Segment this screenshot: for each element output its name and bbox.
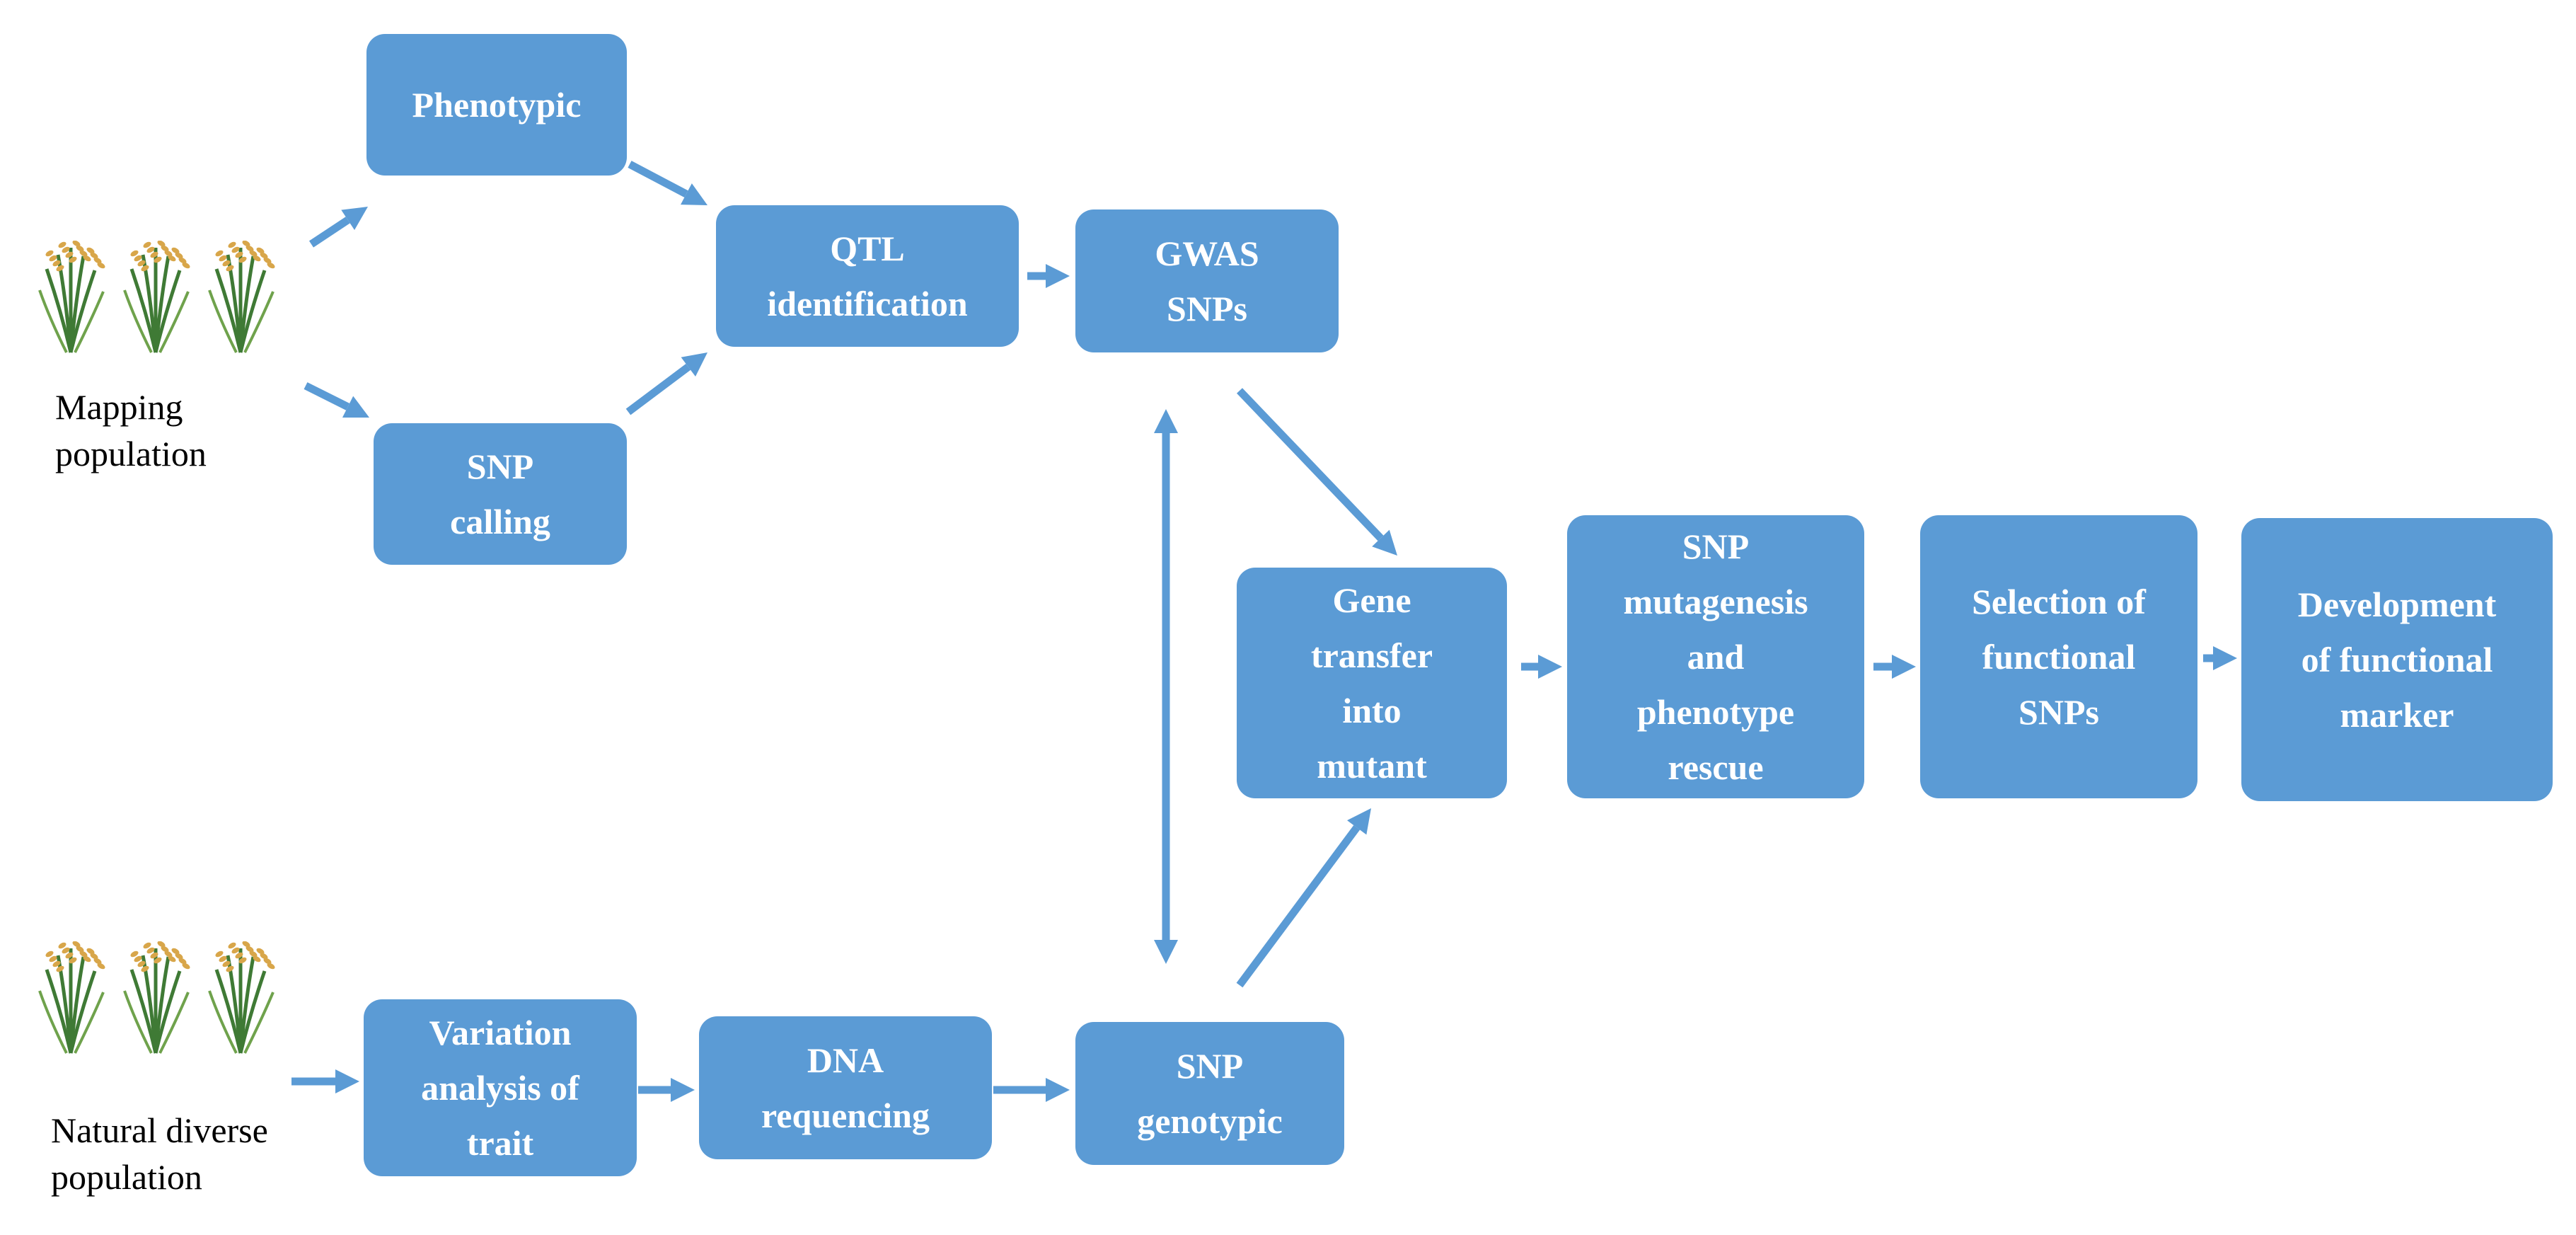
- natural-population-plants-icon: [38, 941, 275, 1054]
- rice-plant-icon: [123, 941, 190, 1054]
- arrow-variation-to-dna: [638, 1078, 695, 1102]
- rice-plant-icon: [38, 941, 105, 1054]
- gene-transfer-box: Gene transfer into mutant: [1237, 568, 1507, 798]
- gwas-snps-box: GWAS SNPs: [1075, 209, 1339, 352]
- arrow-dna-to-snp-genotypic: [993, 1078, 1070, 1102]
- arrow-gene-transfer-to-mutagenesis: [1521, 655, 1562, 679]
- arrow-mapping-to-phenotypic: [308, 207, 368, 248]
- arrow-gwas-snp-genotypic-bidirectional: [1154, 409, 1178, 964]
- rice-plant-icon: [208, 941, 275, 1054]
- selection-functional-snps-box: Selection of functional SNPs: [1920, 515, 2197, 798]
- mapping-population-label: Mapping population: [55, 387, 207, 473]
- rice-plant-icon: [208, 241, 275, 353]
- arrow-snp-genotypic-to-gene-transfer: [1236, 808, 1371, 988]
- arrow-mutagenesis-to-selection: [1873, 655, 1916, 679]
- arrow-selection-to-development: [2203, 646, 2237, 670]
- arrow-natural-to-variation: [291, 1069, 359, 1093]
- variation-analysis-box: Variation analysis of trait: [364, 999, 637, 1176]
- arrow-snp-calling-to-qtl: [625, 352, 707, 415]
- arrow-gwas-to-gene-transfer: [1237, 388, 1397, 556]
- phenotypic-box: Phenotypic: [366, 34, 627, 176]
- qtl-identification-box: QTL identification: [716, 205, 1019, 347]
- mapping-population-plants-icon: [38, 241, 275, 353]
- arrow-phenotypic-to-qtl: [628, 161, 707, 205]
- snp-calling-box: SNP calling: [374, 423, 627, 565]
- arrow-mapping-to-snp-calling: [304, 382, 369, 418]
- snp-genotypic-box: SNP genotypic: [1075, 1022, 1344, 1165]
- natural-diverse-population-label: Natural diverse population: [51, 1110, 268, 1197]
- arrow-qtl-to-gwas: [1027, 264, 1070, 288]
- rice-plant-icon: [38, 241, 105, 353]
- snp-mutagenesis-box: SNP mutagenesis and phenotype rescue: [1567, 515, 1864, 798]
- rice-plant-icon: [123, 241, 190, 353]
- dna-requencing-box: DNA requencing: [699, 1016, 992, 1159]
- development-functional-marker-box: Development of functional marker: [2241, 518, 2553, 801]
